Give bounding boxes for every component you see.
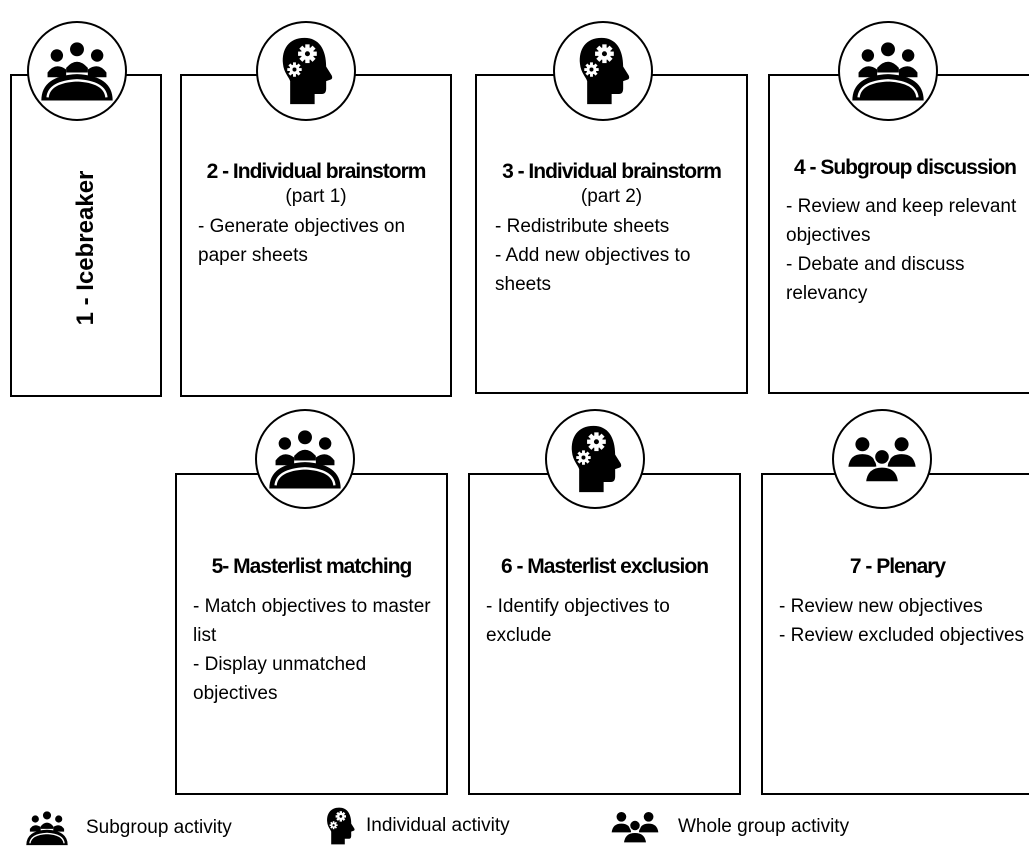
- bullet: - Debate and discuss relevancy: [786, 254, 965, 304]
- step-4-circle: [838, 21, 938, 121]
- step-3-circle: [553, 21, 653, 121]
- step-5-circle: [255, 409, 355, 509]
- step-6-circle: [545, 409, 645, 509]
- subgroup-icon: [18, 810, 76, 846]
- step-3-title: 3 - Individual brainstorm: [502, 160, 722, 183]
- step-4-bullets: - Review and keep relevant objectives - …: [786, 192, 1026, 308]
- step-2-circle: [256, 21, 356, 121]
- step-1-box: 1 - Icebreaker: [10, 74, 162, 397]
- step-2-bullets: - Generate objectives on paper sheets: [198, 212, 444, 270]
- step-7-circle: [832, 409, 932, 509]
- step-4-box: 4 - Subgroup discussion - Review and kee…: [768, 74, 1029, 394]
- bullet: - Display unmatched objectives: [193, 654, 367, 704]
- individual-icon: [566, 423, 624, 495]
- step-7-bullets: - Review new objectives - Review exclude…: [779, 592, 1026, 650]
- legend-individual-label: Individual activity: [366, 815, 510, 836]
- step-4-title: 4 - Subgroup discussion: [793, 156, 1017, 179]
- step-1-title: 1 - Icebreaker: [72, 170, 99, 326]
- legend-whole-group: Whole group activity: [602, 810, 849, 844]
- step-5-title: 5- Masterlist matching: [211, 555, 413, 578]
- bullet: - Review excluded objectives: [779, 625, 1025, 646]
- whole-group-icon: [847, 434, 917, 484]
- legend-subgroup-label: Subgroup activity: [86, 817, 232, 838]
- step-2-subtitle: (part 1): [285, 186, 347, 207]
- whole-group-icon: [602, 810, 668, 844]
- step-3-subtitle: (part 2): [580, 186, 643, 207]
- step-6-bullets: - Identify objectives to exclude: [486, 592, 733, 650]
- bullet: - Match objectives to master list: [193, 596, 431, 646]
- step-2-title: 2 - Individual brainstorm: [206, 160, 427, 183]
- step-5-box: 5- Masterlist matching - Match objective…: [175, 473, 448, 795]
- bullet: - Review and keep relevant objectives: [786, 196, 1017, 246]
- step-6-title: 6 - Masterlist exclusion: [500, 555, 709, 578]
- step-5-bullets: - Match objectives to master list - Disp…: [193, 592, 440, 708]
- subgroup-icon: [38, 40, 116, 102]
- bullet: - Review new objectives: [779, 596, 983, 617]
- individual-icon: [324, 806, 356, 846]
- step-3-box: 3 - Individual brainstorm (part 2) - Red…: [475, 74, 748, 394]
- individual-icon: [574, 35, 632, 107]
- bullet: - Redistribute sheets: [495, 216, 670, 237]
- subgroup-icon: [266, 428, 344, 490]
- legend-whole-group-label: Whole group activity: [678, 816, 850, 837]
- step-1-circle: [27, 21, 127, 121]
- legend-subgroup: Subgroup activity: [18, 810, 232, 846]
- bullet: - Generate objectives on paper sheets: [198, 216, 406, 266]
- bullet: - Identify objectives to exclude: [486, 596, 670, 646]
- step-7-box: 7 - Plenary - Review new objectives - Re…: [761, 473, 1029, 795]
- bullet: - Add new objectives to sheets: [495, 245, 691, 295]
- individual-icon: [277, 35, 335, 107]
- step-2-box: 2 - Individual brainstorm (part 1) - Gen…: [180, 74, 452, 397]
- legend-individual: Individual activity: [324, 806, 510, 846]
- step-7-title: 7 - Plenary: [849, 555, 946, 578]
- step-6-box: 6 - Masterlist exclusion - Identify obje…: [468, 473, 741, 795]
- step-3-bullets: - Redistribute sheets - Add new objectiv…: [495, 212, 740, 299]
- subgroup-icon: [849, 40, 927, 102]
